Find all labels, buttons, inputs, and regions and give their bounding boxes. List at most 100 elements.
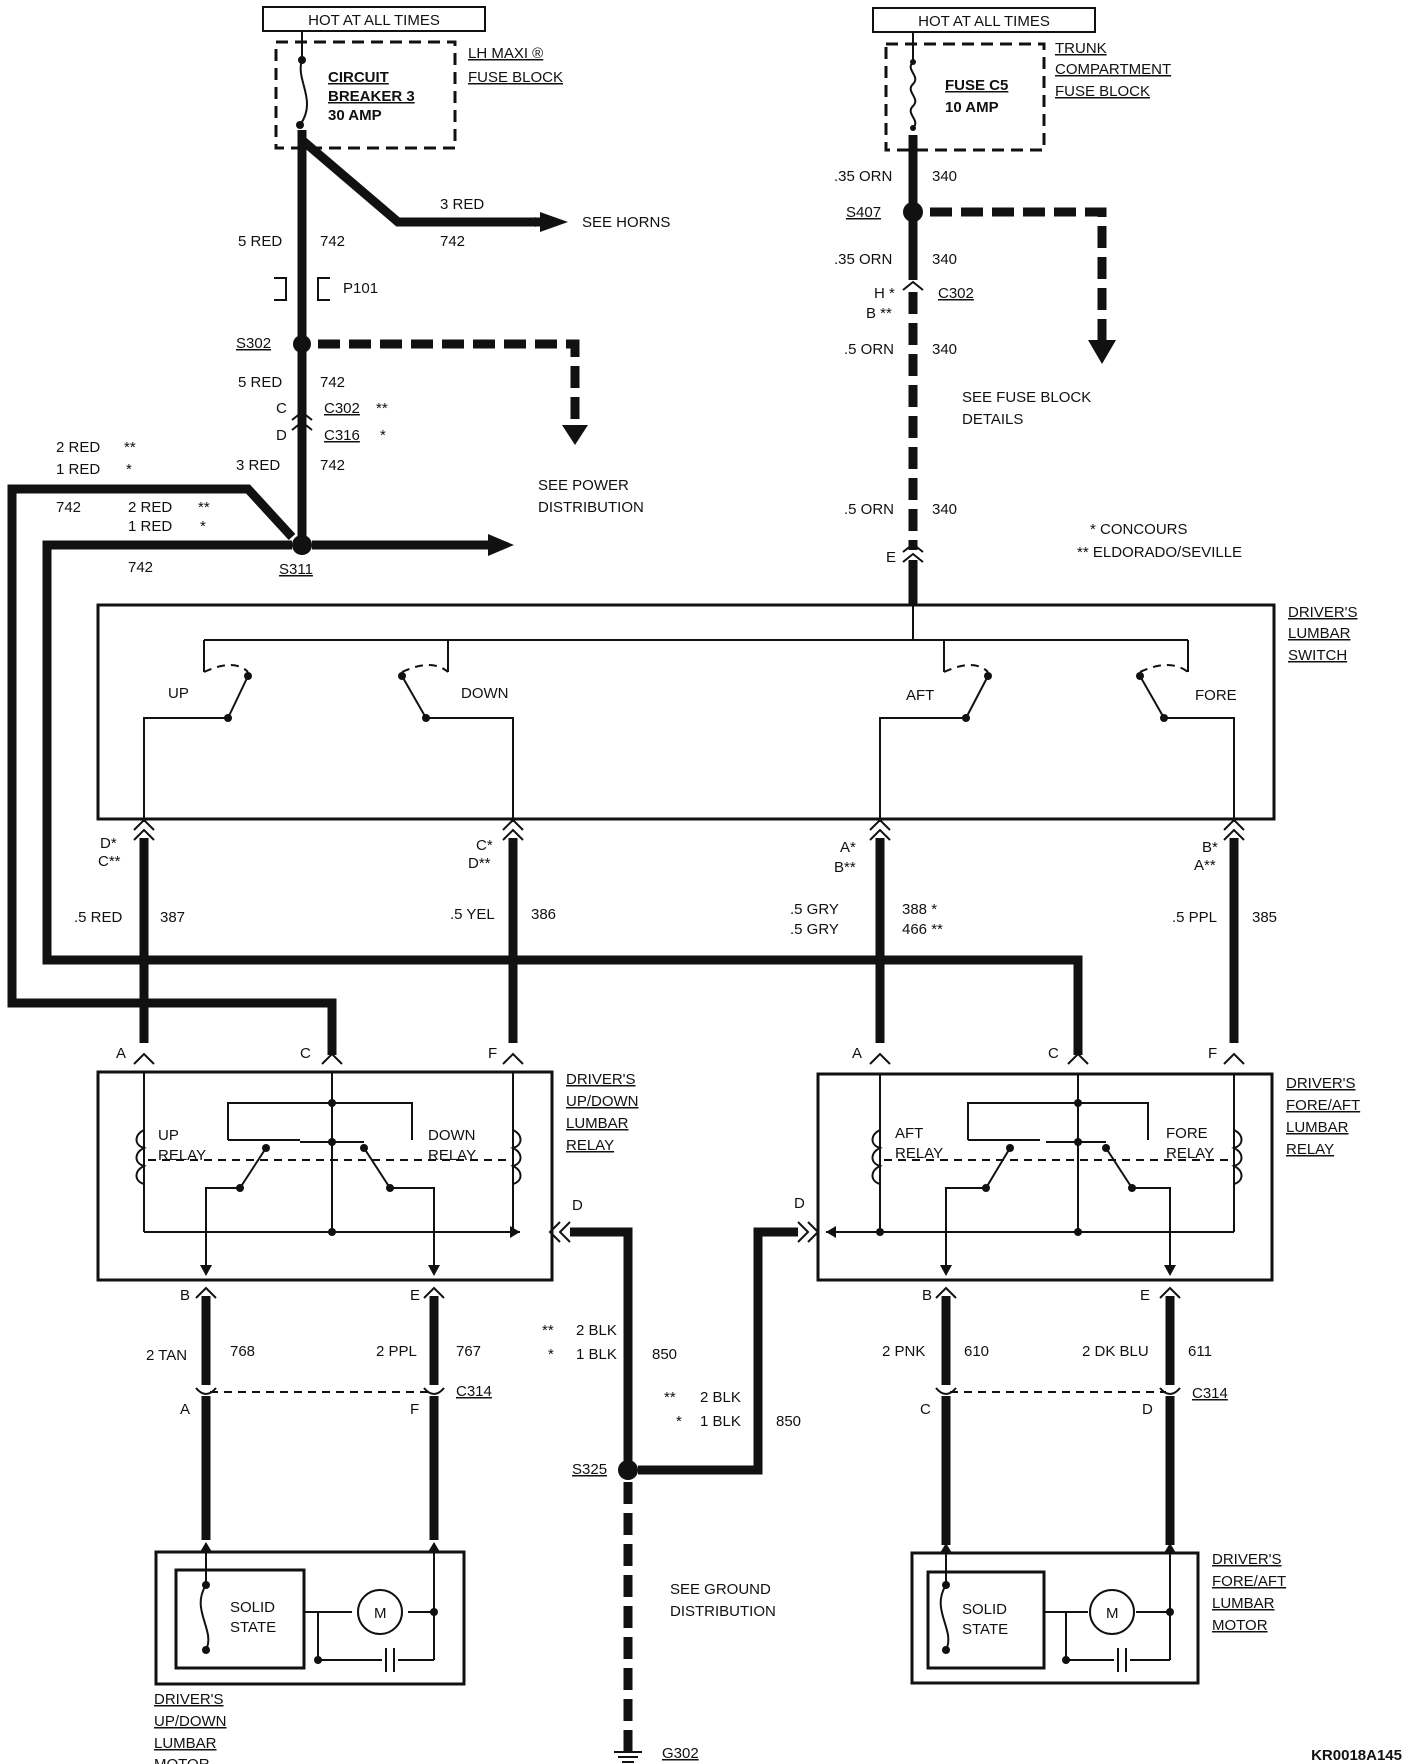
concours-mark: * [548, 1346, 554, 1363]
circuit-610-label: 610 [964, 1343, 989, 1360]
updown-motor-wires [195, 1286, 445, 1540]
pin-label: C* [476, 837, 493, 854]
splice-s302 [293, 335, 311, 353]
pin-e-label: E [410, 1287, 420, 1304]
relay-right-title-3: LUMBAR [1286, 1119, 1349, 1136]
hot-at-all-times-box-right [872, 7, 1096, 33]
diagram-code: KR0018A145 [1311, 1747, 1402, 1764]
motor-label: M [374, 1605, 387, 1622]
legend-eldorado-seville: ** ELDORADO/SEVILLE [1077, 544, 1242, 561]
trunk-label-2: COMPARTMENT [1055, 61, 1171, 78]
solid-state-box [926, 1570, 1046, 1670]
circuit-466-label: 466 ** [902, 921, 943, 938]
circuit-742-label: 742 [128, 559, 153, 576]
concours-mark: * [380, 427, 386, 444]
circuit-breaker-label-2: BREAKER 3 [328, 88, 415, 105]
connector-c316 [291, 420, 313, 431]
fuse-c5-box [884, 42, 1046, 152]
circuit-340-label: 340 [932, 501, 957, 518]
circuit-breaker-label-1: CIRCUIT [328, 69, 389, 86]
motor-title-2: UP/DOWN [154, 1713, 227, 1730]
pin-label: D** [468, 855, 491, 872]
fuse-symbol [909, 61, 917, 129]
wire-label-2-red: 2 RED [128, 499, 172, 516]
arrow-see-fuse-block [1088, 340, 1116, 364]
fuse-rating: 10 AMP [945, 99, 999, 116]
circuit-386-label: 386 [531, 906, 556, 923]
eldorado-seville-mark: ** [542, 1322, 554, 1339]
solid-state-label-1: SOLID [962, 1601, 1007, 1618]
down-relay-label-1: DOWN [428, 1127, 476, 1144]
switch-down-label: DOWN [461, 685, 509, 702]
wire-label-3-red: 3 RED [440, 196, 484, 213]
pin-f-label: F [488, 1045, 497, 1062]
updown-motor-internals [199, 1542, 440, 1672]
aft-relay-label-2: RELAY [895, 1145, 943, 1162]
pin-label: B* [1202, 839, 1218, 856]
pin-d-label: D [794, 1195, 805, 1212]
switch-fore-label: FORE [1195, 687, 1237, 704]
pin-f-label: F [410, 1401, 419, 1418]
s325-label: S325 [572, 1461, 607, 1478]
hot-label-left: HOT AT ALL TIMES [308, 12, 440, 29]
wire-label-2-dk-blu: 2 DK BLU [1082, 1343, 1149, 1360]
splice-s407 [903, 202, 923, 222]
pin-a-label: A [180, 1401, 190, 1418]
s302-label: S302 [236, 335, 271, 352]
hot-at-all-times-box-left [262, 6, 486, 32]
circuit-742-label: 742 [320, 374, 345, 391]
s407-label: S407 [846, 204, 881, 221]
circuit-340-label: 340 [932, 251, 957, 268]
down-relay-label-2: RELAY [428, 1147, 476, 1164]
circuit-340-label: 340 [932, 341, 957, 358]
circuit-742-label: 742 [320, 457, 345, 474]
circuit-850-label: 850 [776, 1413, 801, 1430]
solid-state-box [174, 1568, 306, 1670]
eldorado-seville-mark: ** [198, 499, 210, 516]
see-fuse-block-label-2: DETAILS [962, 411, 1023, 428]
connector-c302 [291, 410, 313, 421]
fuse-c5-label: FUSE C5 [945, 77, 1008, 94]
wire-label-2-ppl: 2 PPL [376, 1343, 417, 1360]
wire-label-2-blk: 2 BLK [700, 1389, 741, 1406]
eldorado-seville-mark: ** [376, 400, 388, 417]
circuit-breaker-symbol [299, 59, 309, 126]
pin-a-label: A [116, 1045, 126, 1062]
switch-aft-label: AFT [906, 687, 934, 704]
foreaft-motor-wires [935, 1286, 1181, 1545]
circuit-breaker-box [274, 40, 457, 150]
switch-contacts: UP DOWN AFT FORE [143, 605, 1237, 822]
relay-right-title-2: FORE/AFT [1286, 1097, 1360, 1114]
trunk-label-3: FUSE BLOCK [1055, 83, 1150, 100]
pin-e-label: E [1140, 1287, 1150, 1304]
switch-title-2: LUMBAR [1288, 625, 1351, 642]
foreaft-motor-internals [939, 1543, 1176, 1672]
pin-d-label: D [1142, 1401, 1153, 1418]
pin-b-label: B ** [866, 305, 892, 322]
pin-d-label: D [572, 1197, 583, 1214]
motor-title-1: DRIVER'S [154, 1691, 224, 1708]
pin-b-label: B [180, 1287, 190, 1304]
concours-mark: * [126, 461, 132, 478]
lh-maxi-label: LH MAXI ® [468, 45, 543, 62]
relay-left-title-2: UP/DOWN [566, 1093, 639, 1110]
c314-label: C314 [1192, 1385, 1228, 1402]
solid-state-label-2: STATE [230, 1619, 276, 1636]
wire-label-3-red: 3 RED [236, 457, 280, 474]
switch-title-1: DRIVER'S [1288, 604, 1358, 621]
arrow-see-power-distribution [562, 425, 588, 445]
wire-label-35-orn: .35 ORN [834, 168, 892, 185]
motor-title-2: FORE/AFT [1212, 1573, 1286, 1590]
wire-label-5-orn: .5 ORN [844, 341, 894, 358]
wire-label-5-ppl: .5 PPL [1172, 909, 1217, 926]
see-ground-label-2: DISTRIBUTION [670, 1603, 776, 1620]
motor-label: M [1106, 1605, 1119, 1622]
pin-a-label: A [852, 1045, 862, 1062]
wire-label-1-blk: 1 BLK [700, 1413, 741, 1430]
pin-label: D* [100, 835, 117, 852]
aft-relay-label-1: AFT [895, 1125, 923, 1142]
wire-label-5-yel: .5 YEL [450, 906, 495, 923]
circuit-340-label: 340 [932, 168, 957, 185]
pin-label: A* [840, 839, 856, 856]
